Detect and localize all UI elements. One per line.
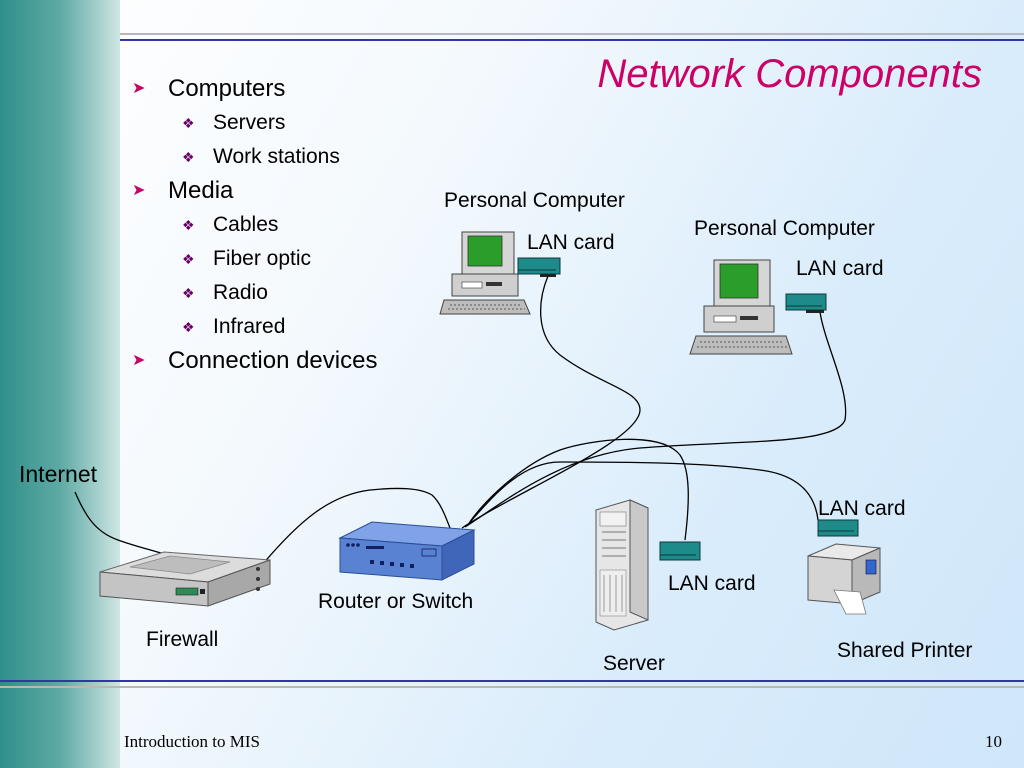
internet-label: Internet [19, 461, 97, 487]
sub-bullet-radio: ❖Radio [132, 276, 377, 310]
sub-bullet-work-stations: ❖Work stations [132, 140, 377, 174]
pc1-label: Personal Computer [444, 189, 625, 212]
firewall-device [99, 551, 271, 607]
bullet-connection-devices: ➤Connection devices [132, 344, 377, 378]
sub-bullet-infrared: ❖Infrared [132, 310, 377, 344]
bottom-rule [0, 680, 1024, 689]
router-device [338, 521, 476, 581]
diamond-bullet-icon: ❖ [182, 217, 195, 233]
printer-device [807, 543, 881, 615]
cable-printer-router [469, 461, 819, 523]
pc2-lan-card [785, 293, 827, 313]
cable-pc2-router [464, 311, 847, 528]
pc2-computer [689, 259, 793, 355]
top-rule [120, 33, 1024, 42]
diamond-bullet-icon: ❖ [182, 149, 195, 165]
sub-bullet-cables: ❖Cables [132, 208, 377, 242]
router-label: Router or Switch [318, 590, 474, 613]
cable-internet-firewall [74, 491, 171, 557]
cables [74, 275, 847, 566]
arrow-bullet-icon: ➤ [132, 80, 146, 97]
sub-bullet-fiber-optic: ❖Fiber optic [132, 242, 377, 276]
printer-lan-card [817, 519, 859, 537]
bullet-media: ➤Media [132, 174, 377, 208]
pc2-label: Personal Computer [694, 217, 875, 240]
sidebar-band [0, 0, 120, 768]
slide-title: Network Components [597, 52, 982, 96]
footer-course: Introduction to MIS [124, 732, 260, 751]
cable-pc1-router [461, 275, 641, 529]
firewall-label: Firewall [146, 628, 219, 651]
cable-firewall-router [261, 487, 451, 566]
diamond-bullet-icon: ❖ [182, 115, 195, 131]
server-lan-card-label: LAN card [668, 572, 756, 595]
server-lan-card [659, 541, 701, 561]
page-number: 10 [985, 732, 1002, 751]
pc2-lan-card-label: LAN card [796, 257, 884, 280]
bullet-computers: ➤Computers [132, 72, 377, 106]
arrow-bullet-icon: ➤ [132, 182, 146, 199]
cable-server-router [467, 438, 689, 541]
diamond-bullet-icon: ❖ [182, 319, 195, 335]
diamond-bullet-icon: ❖ [182, 285, 195, 301]
printer-lan-card-label: LAN card [818, 497, 906, 520]
bullet-list: ➤Computers ❖Servers ❖Work stations ➤Medi… [132, 72, 377, 378]
pc1-computer [439, 231, 531, 315]
sub-bullet-servers: ❖Servers [132, 106, 377, 140]
pc1-lan-card [517, 257, 561, 277]
diamond-bullet-icon: ❖ [182, 251, 195, 267]
server-label: Server [603, 652, 665, 675]
pc1-lan-card-label: LAN card [527, 231, 615, 254]
shared-printer-label: Shared Printer [837, 639, 973, 662]
arrow-bullet-icon: ➤ [132, 352, 146, 369]
server-tower [595, 499, 649, 631]
